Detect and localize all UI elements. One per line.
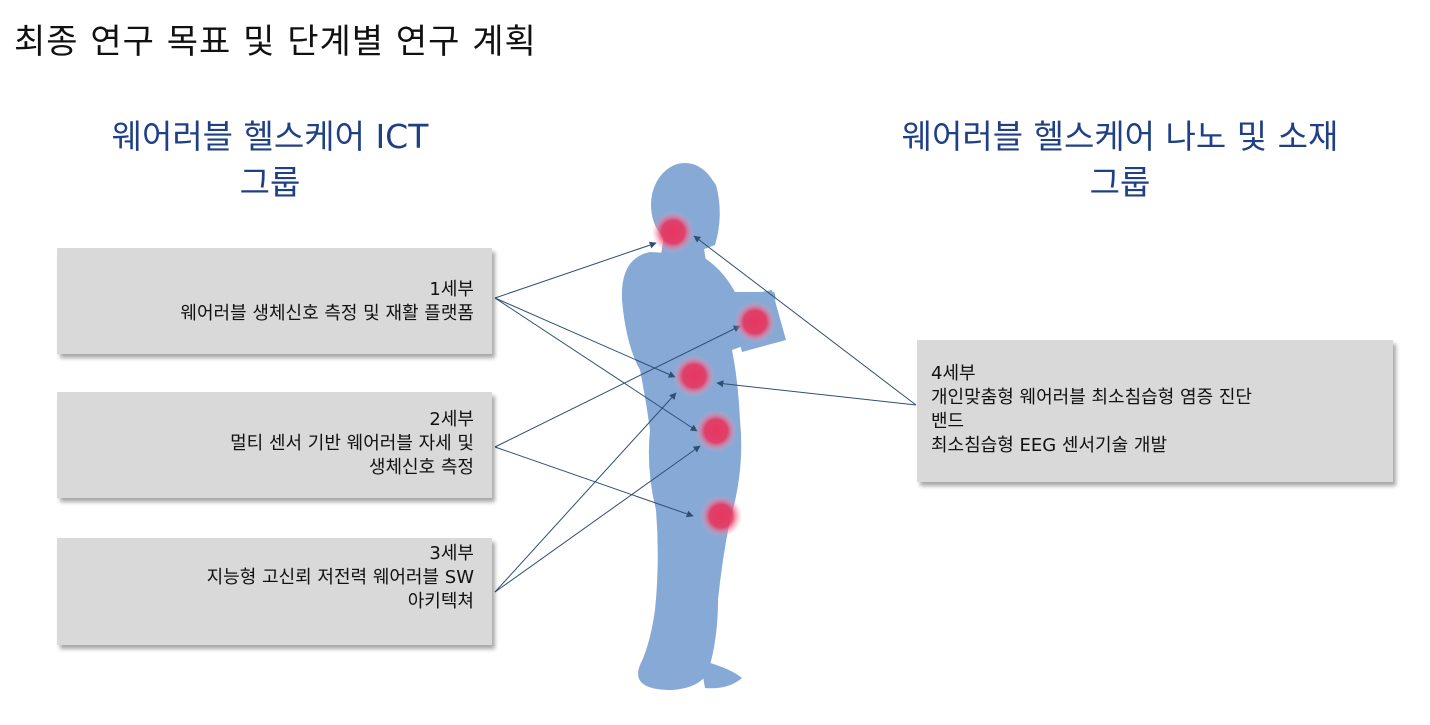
- arrow-2-hand: [494, 325, 741, 448]
- group-title-nano: 웨어러블 헬스케어 나노 및 소재 그룹: [840, 114, 1400, 206]
- arrow-2-knee: [494, 446, 694, 518]
- sensor-marker-hip: [695, 410, 737, 452]
- subproject-description: 최소침습형 EEG 센서기술 개발: [931, 435, 1168, 456]
- sensor-marker-waist: [673, 355, 715, 397]
- subproject-box-3: 3세부 지능형 고신뢰 저전력 웨어러블 SW 아키텍쳐: [57, 538, 492, 645]
- arrow-1-head: [494, 241, 657, 299]
- arrows: [494, 235, 917, 593]
- sensor-markers: [652, 211, 776, 537]
- arrow-3-waist: [494, 392, 677, 593]
- subproject-label: 1세부: [429, 279, 474, 300]
- subproject-description: 생체신호 측정: [368, 457, 474, 478]
- subproject-box-4: 4세부 개인맞춤형 웨어러블 최소침습형 염증 진단 밴드 최소침습형 EEG …: [917, 340, 1393, 482]
- group-title-line: 그룹: [1089, 163, 1151, 202]
- group-title-ict: 웨어러블 헬스케어 ICT 그룹: [60, 114, 480, 206]
- subproject-label: 2세부: [429, 409, 474, 430]
- subproject-description: 아키텍쳐: [407, 591, 474, 612]
- arrow-4-waist: [716, 380, 917, 406]
- arrow-4-head: [693, 235, 917, 406]
- subproject-label: 4세부: [931, 363, 976, 384]
- subproject-description: 지능형 고신뢰 저전력 웨어러블 SW: [206, 567, 474, 588]
- subproject-box-1: 1세부 웨어러블 생체신호 측정 및 재활 플랫폼: [57, 248, 492, 354]
- group-title-line: 그룹: [239, 163, 301, 202]
- subproject-label: 3세부: [429, 543, 474, 564]
- subproject-description: 웨어러블 생체신호 측정 및 재활 플랫폼: [180, 303, 474, 324]
- subproject-box-2: 2세부 멀티 센서 기반 웨어러블 자세 및 생체신호 측정: [57, 392, 492, 498]
- group-title-line: 웨어러블 헬스케어 나노 및 소재: [901, 117, 1339, 156]
- group-title-line: 웨어러블 헬스케어 ICT: [111, 117, 429, 156]
- subproject-description: 개인맞춤형 웨어러블 최소침습형 염증 진단: [931, 387, 1252, 408]
- sensor-marker-hand: [734, 301, 776, 343]
- arrow-1-hip: [494, 297, 698, 432]
- subproject-description: 멀티 센서 기반 웨어러블 자세 및: [230, 433, 474, 454]
- page-title: 최종 연구 목표 및 단계별 연구 계획: [14, 22, 537, 62]
- sensor-marker-knee: [700, 495, 742, 537]
- sensor-marker-head: [652, 211, 694, 253]
- subproject-description: 밴드: [931, 411, 965, 432]
- arrow-3-hip: [494, 445, 701, 593]
- arrow-1-waist: [494, 297, 676, 378]
